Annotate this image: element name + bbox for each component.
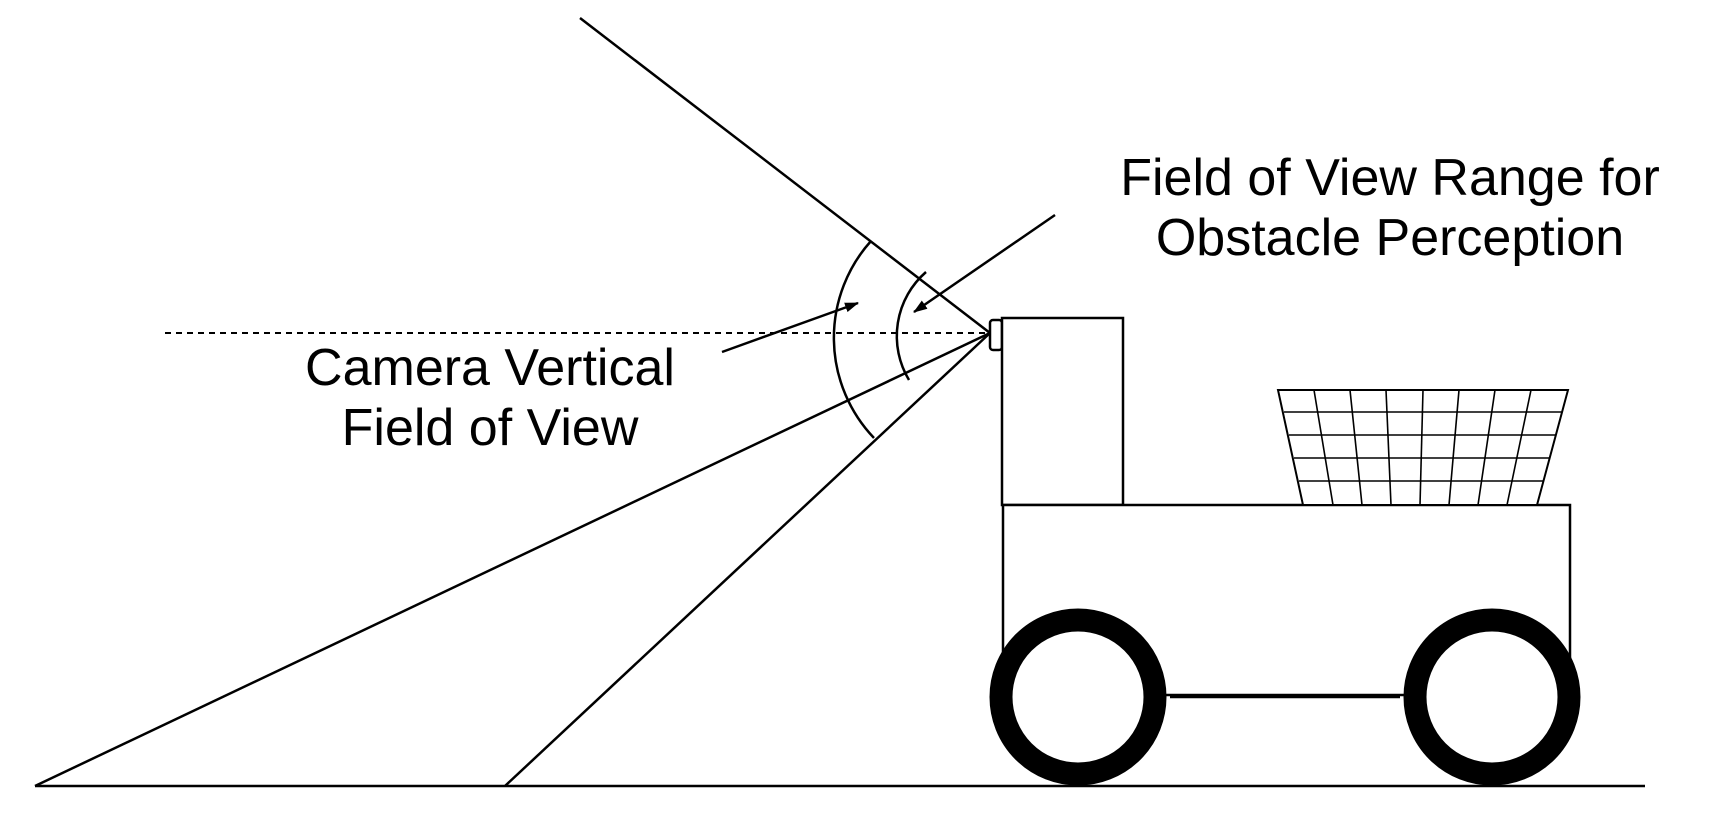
basket (1276, 389, 1570, 506)
camera-fov-lower-boundary (34, 331, 991, 788)
camera-fov-arrow (721, 301, 859, 354)
camera-fov-upper-boundary (579, 17, 991, 334)
camera-fov-label-line2: Field of View (341, 399, 639, 457)
robot (988, 316, 1581, 786)
camera-fov-arc (832, 240, 875, 439)
front-wheel (989, 608, 1167, 786)
camera-fov-label: Camera Vertical Field of View (250, 338, 730, 458)
fov-range-arrow (913, 213, 1056, 314)
basket-outline (1276, 389, 1570, 506)
obstacle-range-lower-boundary (504, 332, 991, 787)
camera-fov-label-line1: Camera Vertical (305, 339, 675, 397)
fov-range-label-line2: Obstacle Perception (1155, 209, 1625, 267)
obstacle-range-arc (895, 271, 927, 381)
camera-mast (1000, 316, 1125, 507)
fov-range-label-line1: Field of View Range for (1120, 149, 1660, 207)
fov-range-label: Field of View Range for Obstacle Percept… (1060, 148, 1720, 268)
rear-wheel (1403, 608, 1581, 786)
camera (988, 318, 1004, 352)
